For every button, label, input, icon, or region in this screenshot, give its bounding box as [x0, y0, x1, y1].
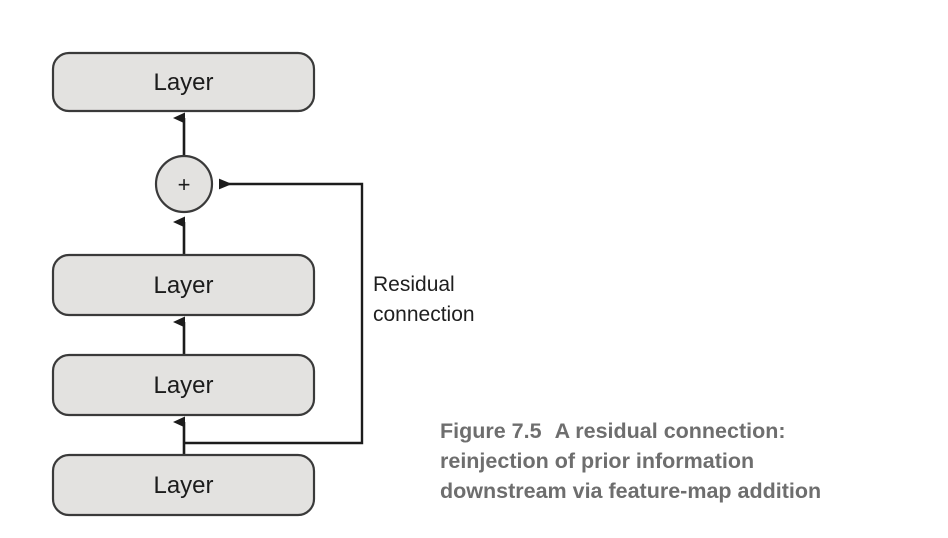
- layer-box-third-shape: [51, 353, 316, 417]
- figure-caption: Figure 7.5 A residual connection: reinjec…: [440, 416, 821, 506]
- layer-box-bottom[interactable]: Layer: [51, 453, 316, 517]
- layer-box-top-shape: [51, 51, 316, 113]
- layer-box-top[interactable]: Layer: [51, 51, 316, 113]
- residual-connection-path: [184, 178, 364, 445]
- residual-annotation-line2: connection: [373, 303, 475, 326]
- caption-figure-number: Figure 7.5: [440, 419, 542, 443]
- addition-node[interactable]: +: [154, 154, 214, 214]
- caption-line-1: Figure 7.5 A residual connection:: [440, 416, 821, 446]
- addition-node-shape: [154, 154, 214, 214]
- residual-connection-annotation: Residual connection: [373, 270, 475, 330]
- caption-line-3: downstream via feature-map addition: [440, 479, 822, 503]
- layer-box-second[interactable]: Layer: [51, 253, 316, 317]
- layer-box-third-label: Layer: [153, 372, 213, 399]
- layer-box-third[interactable]: Layer: [51, 353, 316, 417]
- caption-title: A residual connection:: [554, 419, 786, 443]
- plus-icon: +: [178, 172, 191, 197]
- caption-line-2: reinjection of prior information: [440, 449, 755, 473]
- layer-box-top-label: Layer: [153, 69, 213, 96]
- layer-box-second-label: Layer: [153, 272, 213, 299]
- layer-box-bottom-shape: [51, 453, 316, 517]
- layer-box-second-shape: [51, 253, 316, 317]
- residual-annotation-line1: Residual: [373, 273, 455, 296]
- layer-box-bottom-label: Layer: [153, 472, 213, 499]
